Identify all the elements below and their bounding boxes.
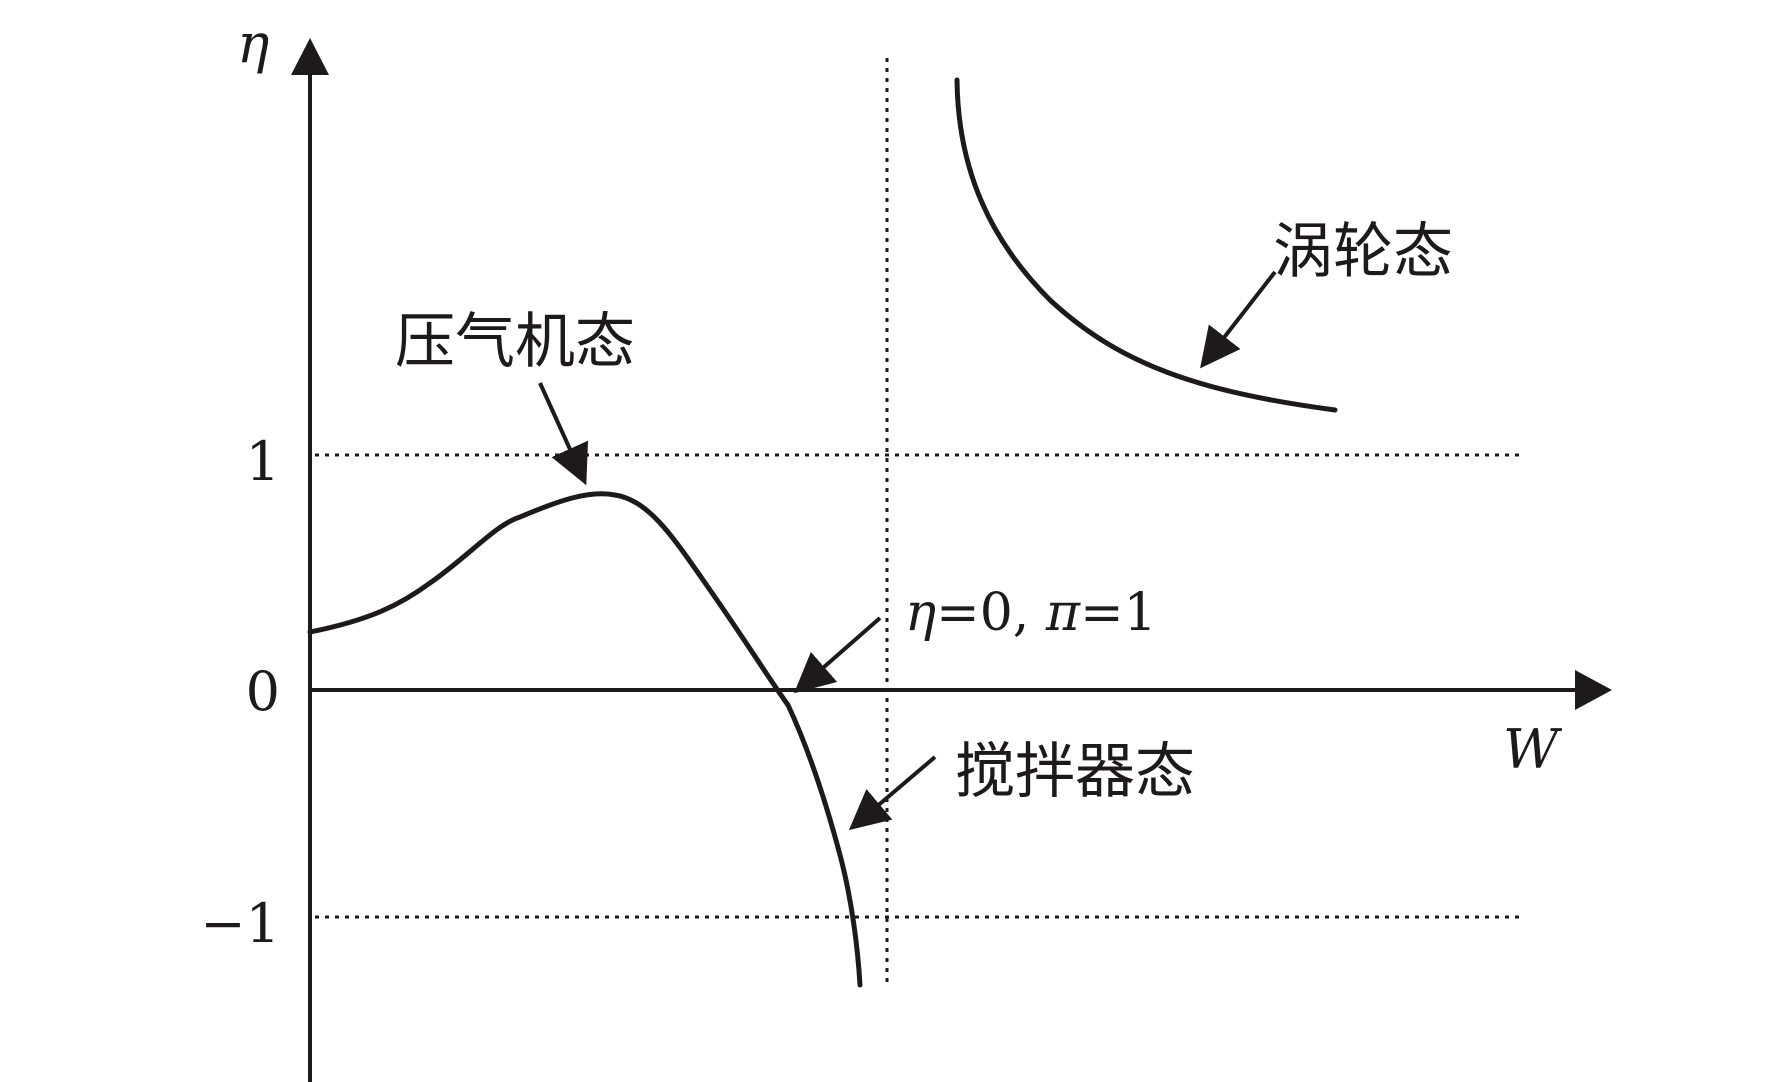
y-axis-label: η (237, 12, 269, 75)
compressor-label: 压气机态 (395, 307, 635, 377)
tick-label-1: 1 (246, 430, 280, 493)
compressor-curve (307, 491, 863, 988)
x-axis-arrow-icon (1575, 670, 1612, 710)
stirrer-arrow-icon (848, 755, 937, 831)
zero-point-pi: π (1045, 583, 1081, 643)
tick-label-0: 0 (246, 660, 280, 723)
zero-point-eta-value: =0, (936, 583, 1046, 643)
zero-point-arrow-icon (793, 616, 882, 694)
zero-point-label: η=0, π=1 (905, 583, 1157, 643)
zero-point-pi-value: =1 (1080, 583, 1157, 643)
turbine-curve (954, 77, 1338, 413)
stirrer-label: 搅拌器态 (955, 737, 1195, 807)
tick-label-minus-1: −1 (200, 892, 280, 955)
turbine-arrow-icon (1200, 270, 1277, 369)
turbine-label: 涡轮态 (1273, 217, 1453, 287)
x-axis-label: W (1503, 718, 1563, 781)
y-axis-arrow-icon (291, 38, 329, 75)
zero-point-eta: η (905, 583, 936, 643)
compressor-arrow-icon (538, 382, 589, 486)
